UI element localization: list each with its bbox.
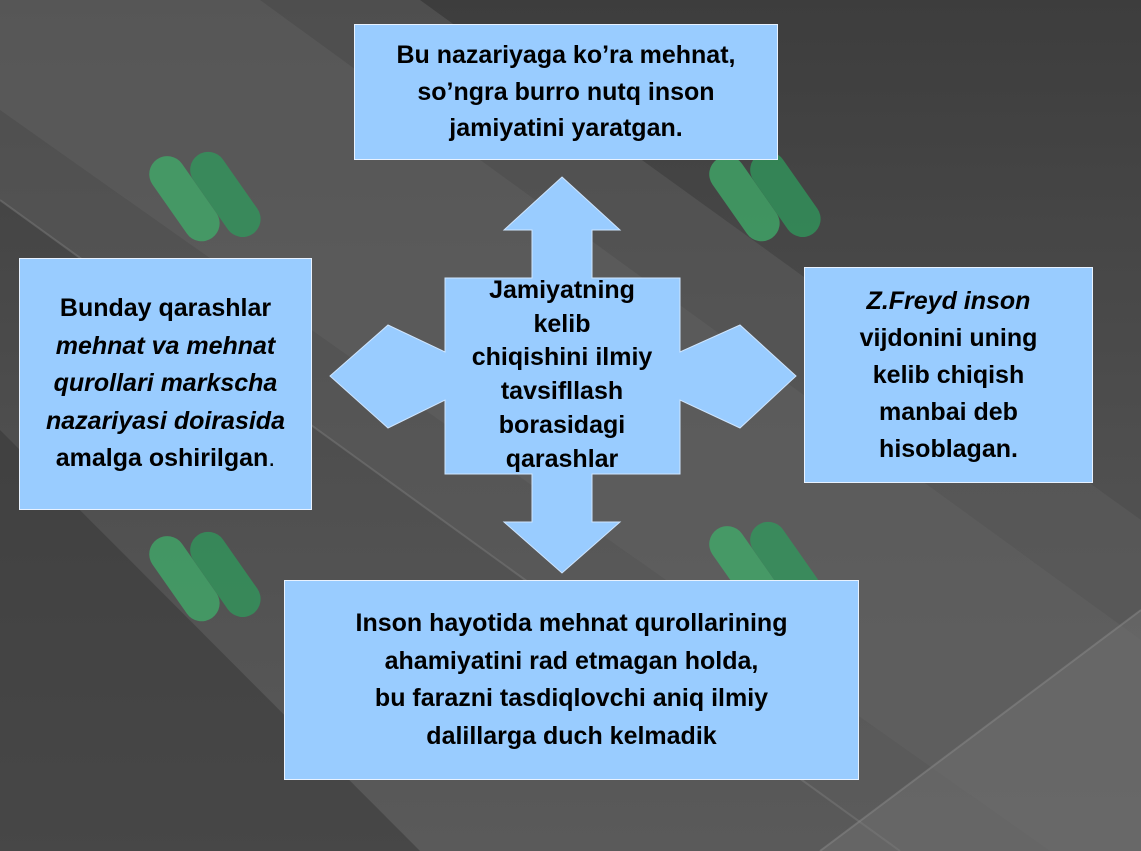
left-box-line-italic: mehnat va mehnat — [55, 331, 276, 360]
soff-logo-icon — [709, 151, 821, 242]
left-box-period: . — [268, 444, 276, 473]
center-label-line: chiqishini ilmiy — [471, 343, 653, 372]
right-text-box: Z.Freyd inson vijdonini uning kelib chiq… — [804, 267, 1093, 483]
top-box-line: jamiyatini yaratgan. — [449, 114, 683, 143]
left-box-line-italic: nazariyasi doirasida — [45, 406, 285, 435]
right-box-line-italic: Z.Freyd inson — [866, 286, 1031, 315]
left-box-line: Bunday qarashlar — [59, 294, 272, 323]
left-box-line-last: amalga oshirilgan. — [46, 440, 285, 478]
bottom-box-line: dalillarga duch kelmadik — [426, 721, 717, 750]
center-label-line: borasidagi — [498, 410, 626, 439]
right-box-line: kelib chiqish — [872, 360, 1025, 389]
left-text-box: Bunday qarashlar mehnat va mehnat quroll… — [19, 258, 312, 510]
top-box-line: Bu nazariyaga ko’ra mehnat, — [396, 41, 736, 70]
bottom-box-line: bu farazni tasdiqlovchi aniq ilmiy — [374, 684, 769, 712]
four-way-arrow-icon — [329, 176, 797, 574]
center-label: Jamiyatning kelib chiqishini ilmiy tavsi… — [445, 276, 679, 474]
left-box-line-text: amalga oshirilgan — [55, 444, 269, 473]
top-box-line: so’ngra burro nutq inson — [417, 77, 715, 106]
center-label-line: Jamiyatning — [489, 275, 635, 304]
center-label-line: kelib — [533, 309, 591, 338]
right-box-line: manbai deb — [879, 397, 1018, 426]
bottom-text-box: Inson hayotida mehnat qurollarining aham… — [284, 580, 859, 780]
center-label-line: tavsifllash — [500, 377, 624, 405]
right-box-line: vijdonini uning — [859, 323, 1038, 352]
top-text-box: Bu nazariyaga ko’ra mehnat, so’ngra burr… — [354, 24, 778, 160]
bottom-box-line: ahamiyatini rad etmagan holda, — [384, 646, 759, 675]
soff-logo-icon — [149, 151, 261, 242]
left-box-line-italic: qurollari markscha — [53, 369, 278, 398]
right-box-line: hisoblagan. — [879, 434, 1018, 463]
soff-logo-icon — [149, 531, 261, 622]
bottom-box-line: Inson hayotida mehnat qurollarining — [355, 609, 788, 637]
center-label-line: qarashlar — [505, 444, 619, 473]
